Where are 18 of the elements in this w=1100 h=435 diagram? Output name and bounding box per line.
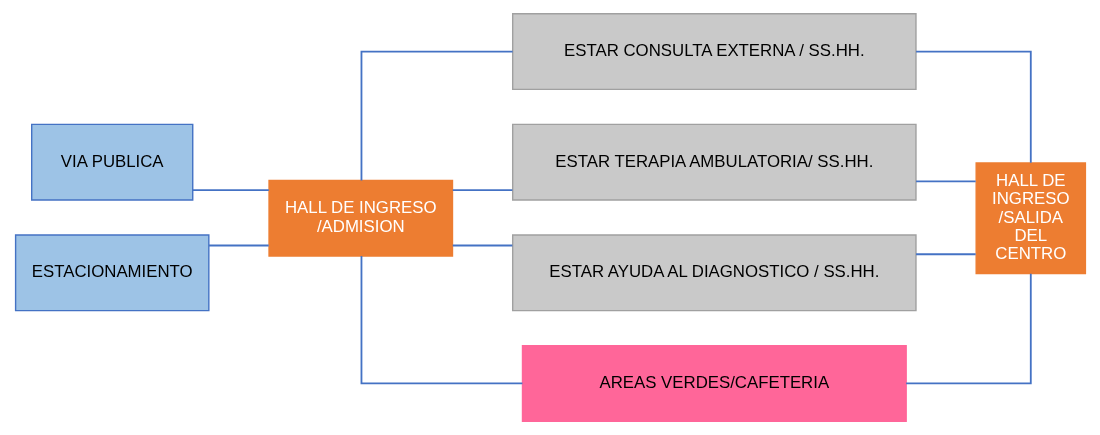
connector — [914, 253, 977, 256]
connector — [914, 180, 977, 183]
connector — [451, 244, 513, 247]
node-box: HALL DE INGRESO /ADMISION — [267, 179, 453, 257]
connector — [914, 50, 1032, 164]
node-box: ESTAR AYUDA AL DIAGNOSTICO / SS.HH. — [511, 234, 917, 312]
connector — [451, 189, 513, 192]
node-box: HALL DE INGRESO /SALIDA DEL CENTRO — [974, 162, 1086, 275]
connector — [207, 244, 270, 247]
connector — [360, 255, 523, 385]
node-box: ESTACIONAMIENTO — [14, 234, 210, 312]
connector — [191, 189, 270, 192]
connector — [360, 50, 514, 182]
node-box: ESTAR CONSULTA EXTERNA / SS.HH. — [511, 13, 917, 91]
connector — [904, 272, 1032, 385]
node-box: ESTAR TERAPIA AMBULATORIA/ SS.HH. — [511, 123, 917, 201]
node-box: AREAS VERDES/CAFETERIA — [521, 344, 907, 422]
node-box: VIA PUBLICA — [30, 123, 193, 201]
